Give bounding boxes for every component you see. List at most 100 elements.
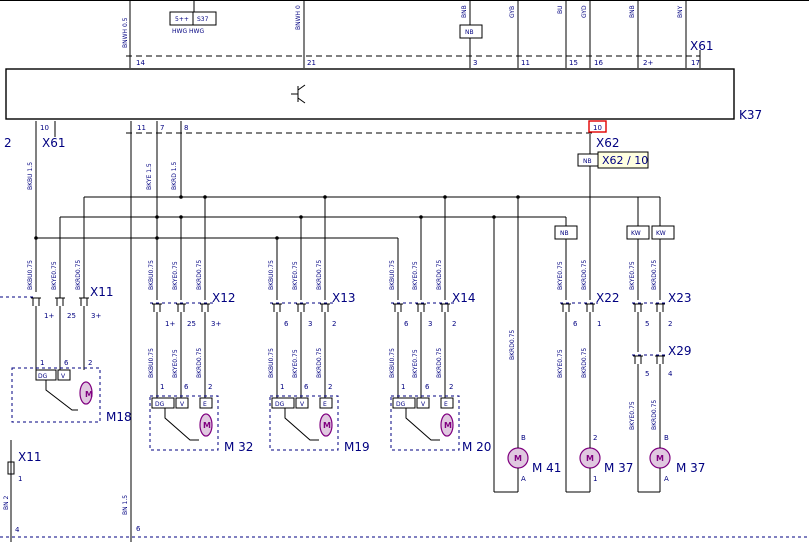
pin-number: 10	[40, 124, 49, 132]
wire-label: BKYE0.75	[292, 349, 299, 378]
wire-label: BKYE 1.5	[146, 163, 153, 190]
connector-x11: X11 BKBU0.75 BKYE0.75 BKRD0.75 1+ 25 3+	[0, 260, 114, 370]
pin-label: DG	[396, 401, 406, 408]
pin-number: 1	[280, 383, 284, 391]
pin-number: 6	[284, 320, 289, 328]
pin-number: 2	[208, 383, 212, 391]
top-wire-label: BNWH 0	[295, 5, 302, 30]
motor-symbol: M	[85, 390, 93, 399]
pin-number: 4	[668, 370, 673, 378]
pin-number: A	[664, 475, 669, 483]
wire-label: BKRD0.75	[196, 260, 203, 290]
pin-number: 6	[425, 383, 430, 391]
pin-number: 17	[691, 59, 700, 67]
pin-label: DG	[275, 401, 285, 408]
pin-number: 11	[521, 59, 530, 67]
pin-number: B	[664, 434, 669, 442]
pin-number: 1	[40, 359, 44, 367]
top-wire-group	[129, 0, 687, 68]
top-wire-label: BNWH 0.5	[122, 17, 129, 48]
motor-label: M 41	[532, 461, 561, 475]
connector-x22: X22 BKYE0.75 BKRD0.75 6 1	[557, 260, 620, 328]
pin-number: B	[521, 434, 526, 442]
pin-label: V	[300, 401, 305, 408]
pin-label: DG	[155, 401, 165, 408]
top-wire-label: GYB	[509, 6, 516, 18]
connector-x23: X23 BKYE0.75 BKRD0.75 5 2	[629, 260, 692, 328]
motor-label: M 37	[676, 461, 705, 475]
nb-box-top: NB	[459, 24, 483, 39]
wire-label: BKBU0.75	[27, 260, 34, 290]
pin-number: 2	[593, 434, 597, 442]
connector-x11-bottom: X11 1 BN 2 4	[3, 440, 42, 542]
pin-number: 2	[328, 383, 332, 391]
wire-label: BKBU0.75	[148, 260, 155, 290]
wire-label: BKRD0.75	[509, 330, 516, 360]
wire-label: BKBU0.75	[389, 348, 396, 378]
pin-number: A	[521, 475, 526, 483]
ecu-module-k37: K37	[5, 68, 762, 122]
connector-x12: X12 BKBU0.75 BKYE0.75 BKRD0.75 1+ 25 3+	[148, 260, 236, 328]
pin-number: 1+	[44, 312, 54, 320]
wire-label: BKRD0.75	[196, 348, 203, 378]
pin-number: 1+	[165, 320, 175, 328]
top-wire-label: BNB	[629, 5, 636, 18]
connector-x13: X13 BKBU0.75 BKYE0.75 BKRD0.75 6 3 2	[268, 260, 356, 328]
wire-label: BKYE0.75	[557, 349, 564, 378]
pin-number: 3	[428, 320, 432, 328]
top-wire-labels: BNWH 0.5 BNWH 0 BNB GYB BU GYD BNB BNY	[122, 5, 684, 48]
pin-number: 1	[18, 475, 22, 483]
motor-m37-b: B M A M 37	[649, 434, 705, 483]
wire-label: BKRD0.75	[436, 260, 443, 290]
left-edge-ref: 2	[4, 136, 12, 150]
wire-label: BKYE0.75	[292, 261, 299, 290]
wire-label: BKRD0.75	[581, 260, 588, 290]
pin-number: 4	[15, 526, 20, 534]
x62-detail: NB X62 / 10	[577, 151, 649, 169]
top-wire-label: BNB	[461, 5, 468, 18]
wire-label: BKRD0.75	[651, 260, 658, 290]
pin-number: 25	[67, 312, 76, 320]
wire-label: BKYE0.75	[51, 261, 58, 290]
pin-number: 3+	[91, 312, 101, 320]
motor-label: M 37	[604, 461, 633, 475]
fuse-label: S37	[197, 16, 209, 23]
ecu-label: K37	[739, 108, 762, 122]
top-pin-numbers: 14 21 3 11 15 16 2+ 17	[136, 59, 700, 67]
motor-symbol: M	[203, 421, 211, 430]
connector-label-x11-bottom: X11	[18, 450, 42, 464]
wire-label: BN 1.5	[122, 495, 129, 515]
wire-label: BKRD 1.5	[171, 162, 178, 190]
wire-label: BKYE0.75	[557, 261, 564, 290]
pin-number: 3	[473, 59, 477, 67]
pin-number: 2+	[643, 59, 653, 67]
left-wire-labels: BKBU 1.5 BKYE 1.5 BKRD 1.5 BN 1.5	[27, 162, 178, 515]
motor-symbol: M	[444, 421, 452, 430]
motor-m20: 1 6 2 DG V E M M 20	[390, 383, 491, 454]
wire-label: BKYE0.75	[172, 261, 179, 290]
wire-label: BKYE0.75	[629, 401, 636, 430]
wire-label: BKYE0.75	[629, 261, 636, 290]
pin-number: 21	[307, 59, 316, 67]
nb-label: NB	[560, 230, 569, 237]
connector-label-x11: X11	[90, 285, 114, 299]
connector-label-x14: X14	[452, 291, 476, 305]
connector-x14: X14 BKBU0.75 BKYE0.75 BKRD0.75 6 3 2	[389, 260, 476, 328]
wire-label: BKYE0.75	[412, 349, 419, 378]
pin-number: 1	[401, 383, 405, 391]
pin-number: 11	[137, 124, 146, 132]
wire-label: BKRD0.75	[316, 348, 323, 378]
pin-label: E	[203, 401, 207, 408]
motor-label: M 32	[224, 440, 253, 454]
pin-number: 1	[593, 475, 597, 483]
pin-label: E	[323, 401, 327, 408]
wire-label: BKRD0.75	[581, 348, 588, 378]
pin-number: 7	[160, 124, 164, 132]
motor-m18: 1 6 2 DG V M M18	[11, 359, 132, 424]
nb-box-x22: NB	[554, 225, 578, 240]
motor-m41: B M A M 41	[507, 434, 561, 483]
wire-label: BKBU0.75	[389, 260, 396, 290]
connector-label-x22: X22	[596, 291, 620, 305]
connector-x29: X29 5 4	[632, 344, 692, 493]
motor-symbol: M	[514, 454, 522, 463]
